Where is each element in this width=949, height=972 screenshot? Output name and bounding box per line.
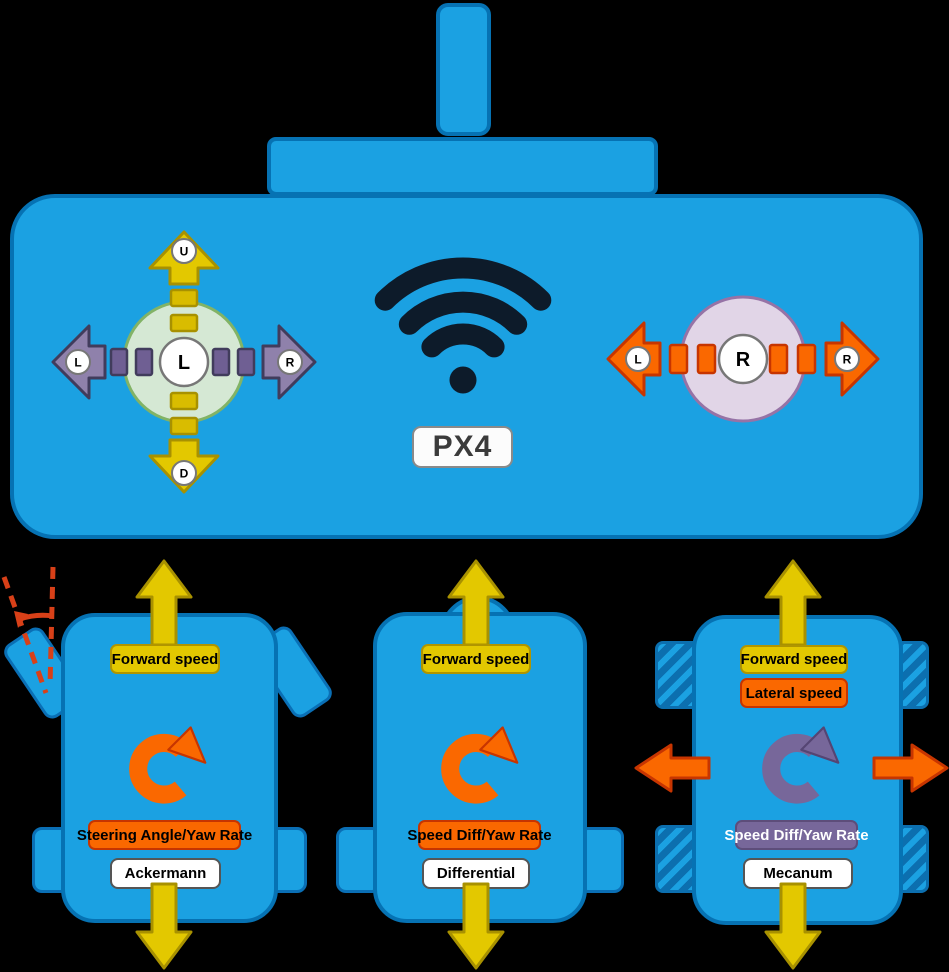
left-stick-label: L bbox=[178, 352, 190, 374]
forward-speed-label: Forward speed bbox=[110, 644, 220, 674]
forward-speed-arrow bbox=[135, 559, 193, 647]
steering-angle-annotation bbox=[1, 566, 56, 694]
reverse-speed-arrow bbox=[447, 882, 505, 970]
right-badge bbox=[277, 349, 303, 375]
reverse-speed-arrow bbox=[764, 882, 822, 970]
forward-speed-arrow bbox=[447, 559, 505, 647]
lateral-right-arrow bbox=[872, 743, 949, 793]
up-badge bbox=[171, 238, 197, 264]
right-stick: R L R bbox=[606, 295, 880, 423]
wifi-icon bbox=[374, 257, 552, 394]
steering-angle-arrowhead bbox=[14, 611, 28, 628]
speed-diff-control-label: Speed Diff/Yaw Rate bbox=[724, 820, 869, 850]
right-badge bbox=[834, 346, 860, 372]
steering-reference-line bbox=[47, 566, 56, 687]
stick-horizontal-dashes bbox=[668, 343, 817, 375]
down-badge-label: D bbox=[180, 467, 189, 481]
left-badge-label: L bbox=[74, 356, 81, 370]
stick-vertical-dashes bbox=[169, 288, 199, 436]
steering-direction-line bbox=[1, 576, 49, 694]
left-badge bbox=[65, 349, 91, 375]
left-badge-label: L bbox=[634, 353, 641, 367]
yaw-rotation-icon bbox=[762, 726, 840, 804]
forward-speed-label: Forward speed bbox=[740, 645, 848, 674]
down-badge bbox=[171, 460, 197, 486]
left-badge bbox=[625, 346, 651, 372]
antenna-base-bar bbox=[267, 137, 658, 196]
forward-speed-arrow bbox=[764, 559, 822, 647]
speed-diff-control-label: Speed Diff/Yaw Rate bbox=[407, 820, 552, 850]
lateral-speed-label: Lateral speed bbox=[740, 678, 848, 708]
right-stick-knob[interactable] bbox=[717, 333, 769, 385]
yaw-rotation-icon bbox=[129, 726, 207, 804]
yaw-rotation-icon bbox=[441, 726, 519, 804]
stick-horizontal-dashes bbox=[109, 347, 256, 377]
reverse-speed-arrow bbox=[135, 882, 193, 970]
px4-badge: PX4 bbox=[412, 426, 513, 468]
forward-speed-label: Forward speed bbox=[421, 644, 531, 674]
up-badge-label: U bbox=[180, 245, 189, 259]
left-stick: L U D L R bbox=[51, 230, 317, 494]
antenna-mast bbox=[436, 3, 491, 136]
right-badge-label: R bbox=[843, 353, 852, 367]
left-stick-knob[interactable] bbox=[158, 336, 210, 388]
right-badge-label: R bbox=[286, 356, 295, 370]
steering-control-label: Steering Angle/Yaw Rate bbox=[77, 820, 252, 850]
right-stick-label: R bbox=[736, 349, 751, 371]
lateral-left-arrow bbox=[634, 743, 711, 793]
